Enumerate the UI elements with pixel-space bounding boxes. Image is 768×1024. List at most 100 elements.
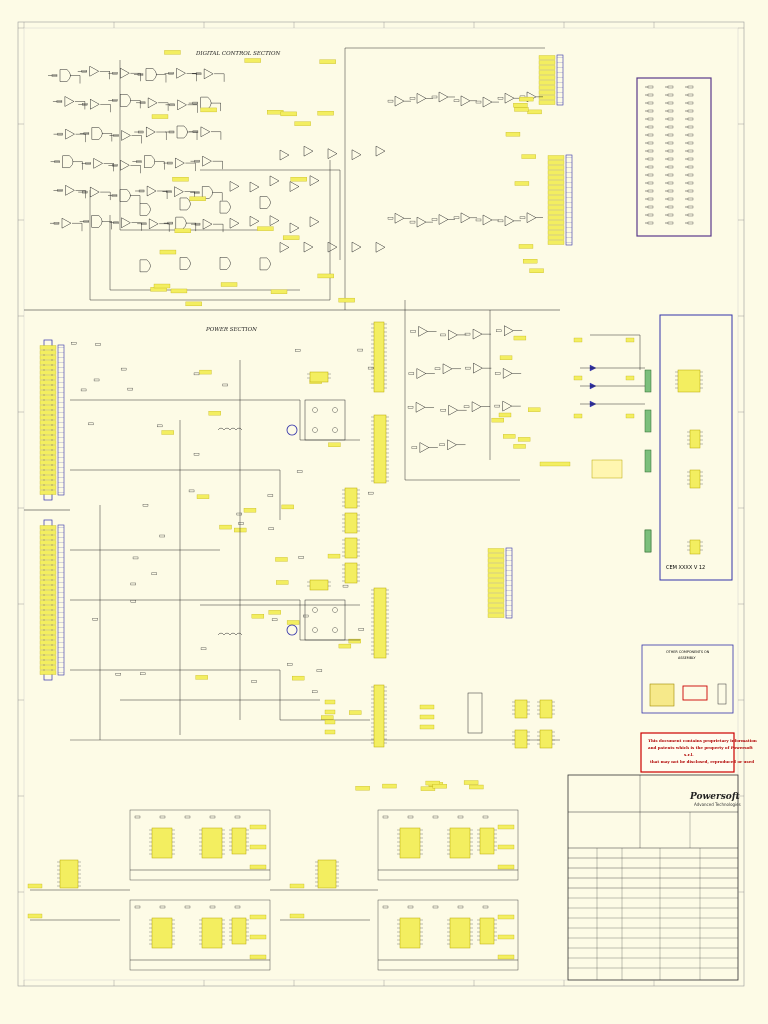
net-label (39, 365, 57, 370)
wire (70, 599, 360, 641)
net-label (324, 699, 336, 705)
opamp-symbol (177, 99, 188, 111)
opamp-symbol (121, 130, 131, 141)
ic-package (399, 827, 421, 859)
net-label (39, 535, 57, 540)
resistor-symbol (519, 216, 526, 219)
transistor-symbol (332, 607, 338, 613)
opamp-symbol (146, 185, 157, 197)
net-label (39, 440, 57, 445)
net-label (199, 369, 212, 375)
logic-gate-symbol (119, 94, 131, 107)
net-label (321, 715, 334, 720)
ic-package (373, 321, 385, 393)
resistor-symbol (667, 125, 674, 129)
resistor-symbol (368, 491, 374, 495)
opamp-symbol (229, 180, 240, 192)
net-label (39, 405, 57, 410)
resistor-symbol (687, 149, 694, 153)
opamp-symbol (418, 325, 429, 337)
resistor-symbol (95, 343, 101, 346)
net-label (249, 954, 267, 960)
opamp-symbol (460, 212, 471, 224)
net-label (39, 570, 57, 575)
bridge-block (304, 399, 346, 441)
wire (70, 399, 360, 441)
resistor-symbol (410, 330, 416, 333)
opamp-symbol (89, 65, 100, 77)
resistor-symbol (71, 342, 77, 345)
net-label (518, 244, 534, 249)
opamp-symbol (447, 439, 458, 451)
net-label (208, 411, 221, 416)
net-label (547, 230, 565, 235)
logic-gate-symbol (139, 259, 151, 273)
resistor-symbol (251, 680, 257, 683)
resistor-symbol (667, 205, 674, 209)
resistor-symbol (667, 173, 674, 177)
resistor-symbol (432, 905, 439, 909)
net-label (547, 185, 565, 190)
inner-frame (23, 27, 739, 981)
pin-header (57, 524, 65, 676)
ic-package (479, 827, 495, 855)
resistor-array-box (636, 77, 712, 237)
opamp-symbol (120, 159, 130, 171)
net-label (39, 620, 57, 625)
net-label (349, 710, 362, 715)
wire (159, 223, 170, 232)
net-label (547, 240, 565, 245)
opamp-symbol (327, 241, 338, 253)
opamp-symbol (394, 212, 405, 224)
driver-block (377, 899, 519, 971)
net-label (39, 450, 57, 455)
net-label (497, 914, 515, 920)
opamp-symbol (416, 368, 427, 379)
net-label (161, 430, 174, 435)
pin-header (565, 154, 573, 246)
net-label (487, 548, 505, 553)
opamp-symbol (327, 148, 338, 160)
resistor-symbol (140, 672, 146, 675)
title-block (567, 774, 739, 981)
transistor-symbol (312, 607, 318, 613)
net-label (39, 670, 57, 675)
opamp-symbol (504, 92, 515, 104)
ic-package (479, 917, 495, 945)
ic-package (309, 371, 329, 383)
resistor-symbol (457, 905, 464, 909)
other-components-box (641, 644, 734, 714)
resistor-symbol (159, 905, 166, 909)
net-label (39, 625, 57, 630)
resistor-symbol (268, 527, 274, 530)
net-label (503, 434, 516, 439)
green-connector (644, 529, 652, 553)
opamp-symbol (202, 218, 213, 230)
sub-board-label: CEM XXXX V 12 (666, 565, 705, 571)
resistor-symbol (209, 815, 216, 819)
net-label (268, 610, 281, 615)
ic-package (344, 537, 358, 559)
resistor-symbol (647, 101, 654, 105)
opamp-symbol (174, 186, 184, 198)
resistor-symbol (296, 470, 303, 473)
opamp-symbol (442, 363, 453, 375)
net-label (39, 425, 57, 430)
resistor-symbol (687, 125, 694, 129)
resistor-symbol (188, 489, 195, 493)
notice-line-4: that may not be disclosed, reproduced or… (650, 759, 754, 764)
net-label (547, 180, 565, 185)
logic-gate-symbol (145, 68, 157, 81)
resistor-symbol (407, 905, 414, 909)
net-label (547, 165, 565, 170)
wire (210, 131, 222, 140)
net-label (538, 85, 556, 90)
resistor-symbol (667, 157, 674, 161)
net-label (39, 430, 57, 435)
net-label (497, 844, 515, 850)
wire (130, 165, 141, 174)
net-label (547, 160, 565, 165)
resistor-symbol (382, 905, 389, 909)
net-label (151, 114, 169, 119)
resistor-symbol (358, 628, 364, 631)
